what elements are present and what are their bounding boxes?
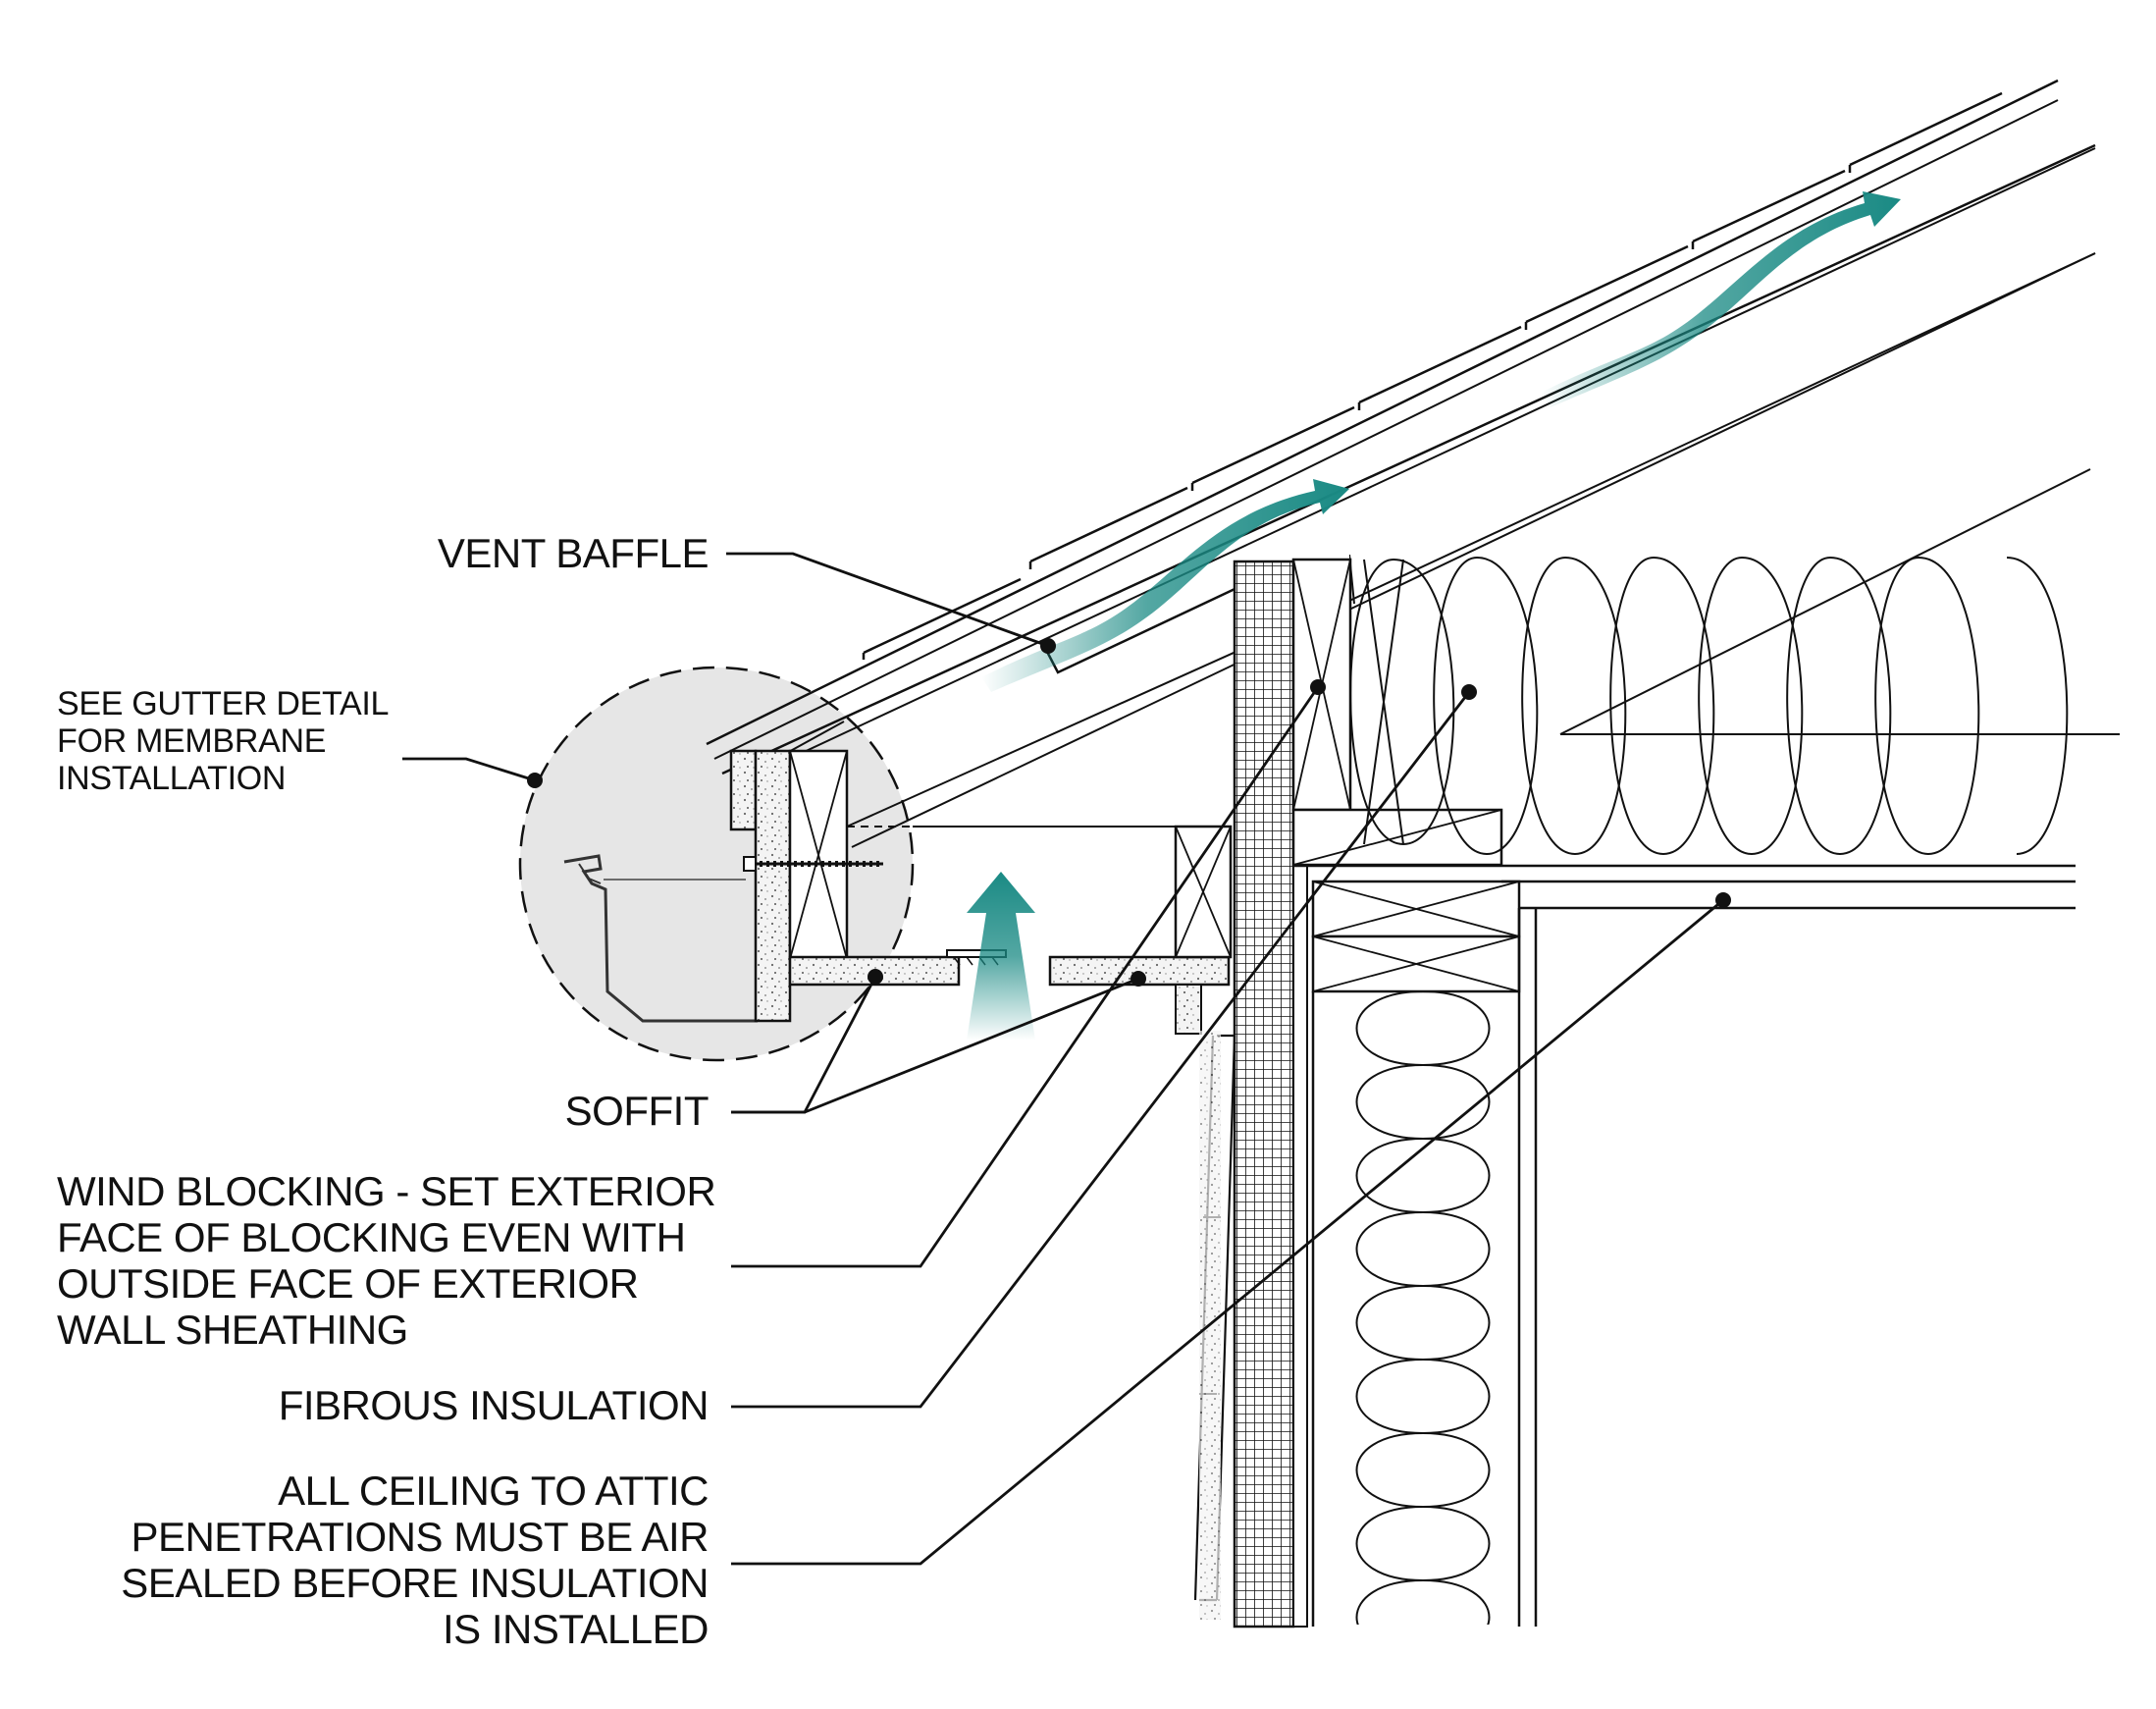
- wall-assembly: [1193, 468, 2120, 1629]
- shingle-courses: [862, 91, 2003, 660]
- wall-sheathing-mesh: [1233, 560, 1295, 1629]
- leader-dot-icon: [1715, 892, 1731, 908]
- airflow-arrows: [967, 191, 1901, 1041]
- gutter-profile: [563, 854, 758, 1023]
- airflow-arrow-icon: [1541, 191, 1901, 407]
- label-fibrous-insulation: FIBROUS INSULATION: [278, 1382, 710, 1428]
- leader-lines: [402, 552, 1724, 1566]
- leader-dot-icon: [1310, 679, 1326, 695]
- leader-dot-icon: [1131, 971, 1146, 987]
- label-soffit: SOFFIT: [564, 1088, 710, 1134]
- label-wind-blocking: WIND BLOCKING - SET EXTERIOR FACE OF BLO…: [57, 1168, 716, 1354]
- leader-dot-icon: [527, 773, 543, 788]
- leader-dot-icon: [1040, 638, 1056, 654]
- airflow-arrow-icon: [967, 872, 1035, 1041]
- airflow-arrow-icon: [981, 479, 1349, 692]
- leader-dot-icon: [1461, 684, 1477, 700]
- leader-dots: [527, 638, 1731, 987]
- label-gutter-detail: SEE GUTTER DETAIL FOR MEMBRANE INSTALLAT…: [57, 685, 390, 798]
- wall-batt-insulation: [1355, 991, 1491, 1625]
- label-vent-baffle: VENT BAFFLE: [437, 530, 710, 576]
- attic-fibrous-insulation: [1349, 555, 2069, 856]
- roof-assembly: [706, 79, 2096, 848]
- leader-dot-icon: [868, 969, 883, 985]
- label-air-sealing: ALL CEILING TO ATTIC PENETRATIONS MUST B…: [121, 1468, 709, 1653]
